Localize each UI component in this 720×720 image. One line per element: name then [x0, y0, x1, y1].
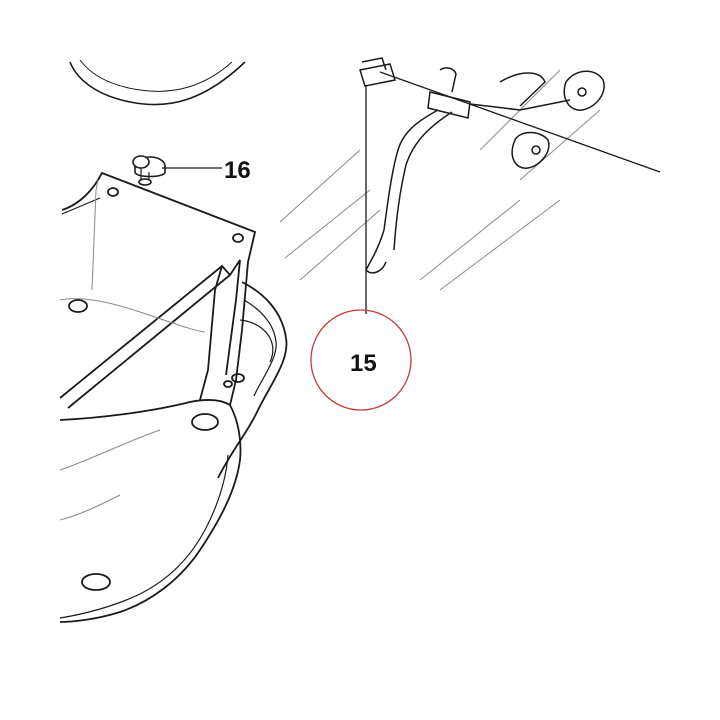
callout-label-15: 15	[350, 350, 377, 377]
highlight-circle-15	[310, 309, 412, 411]
upper-housing-fragment	[69, 59, 246, 106]
callout-label-16: 16	[224, 157, 251, 184]
deck-bracket-assembly	[59, 171, 288, 623]
bushing-part-16	[132, 155, 166, 186]
hinge-arm-assembly	[359, 57, 605, 274]
leader-lines-15	[365, 71, 661, 314]
